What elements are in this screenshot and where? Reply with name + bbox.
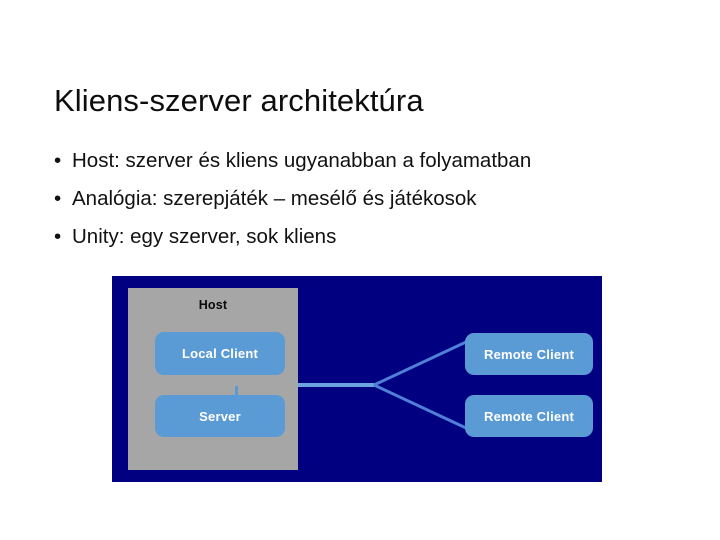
page-title: Kliens-szerver architektúra xyxy=(54,82,424,118)
bullet-marker: • xyxy=(54,225,62,248)
node-local-client: Local Client xyxy=(155,332,285,375)
host-label: Host xyxy=(198,298,228,312)
bullet-marker: • xyxy=(54,187,62,210)
node-remote-client-2-label: Remote Client xyxy=(483,408,574,424)
list-item-label: Host: szerver és kliens ugyanabban a fol… xyxy=(72,149,532,172)
list-item: • Unity: egy szerver, sok kliens xyxy=(52,218,692,256)
node-remote-client-2: Remote Client xyxy=(465,395,593,437)
node-server: Server xyxy=(155,395,285,437)
node-server-label: Server xyxy=(199,408,241,424)
list-item: • Analógia: szerepjáték – mesélő és játé… xyxy=(52,180,692,218)
node-local-client-label: Local Client xyxy=(181,346,259,361)
bullet-marker: • xyxy=(54,149,62,172)
architecture-diagram-image: Host Local Client Server Remote Client R… xyxy=(112,276,602,482)
host-container: Host xyxy=(128,288,298,470)
node-remote-client-1-label: Remote Client xyxy=(483,346,574,362)
node-remote-client-1: Remote Client xyxy=(465,333,593,375)
bullet-list: • Host: szerver és kliens ugyanabban a f… xyxy=(52,142,692,256)
list-item: • Host: szerver és kliens ugyanabban a f… xyxy=(52,142,692,180)
list-item-label: Unity: egy szerver, sok kliens xyxy=(72,225,337,248)
list-item-label: Analógia: szerepjáték – mesélő és játéko… xyxy=(72,187,477,210)
